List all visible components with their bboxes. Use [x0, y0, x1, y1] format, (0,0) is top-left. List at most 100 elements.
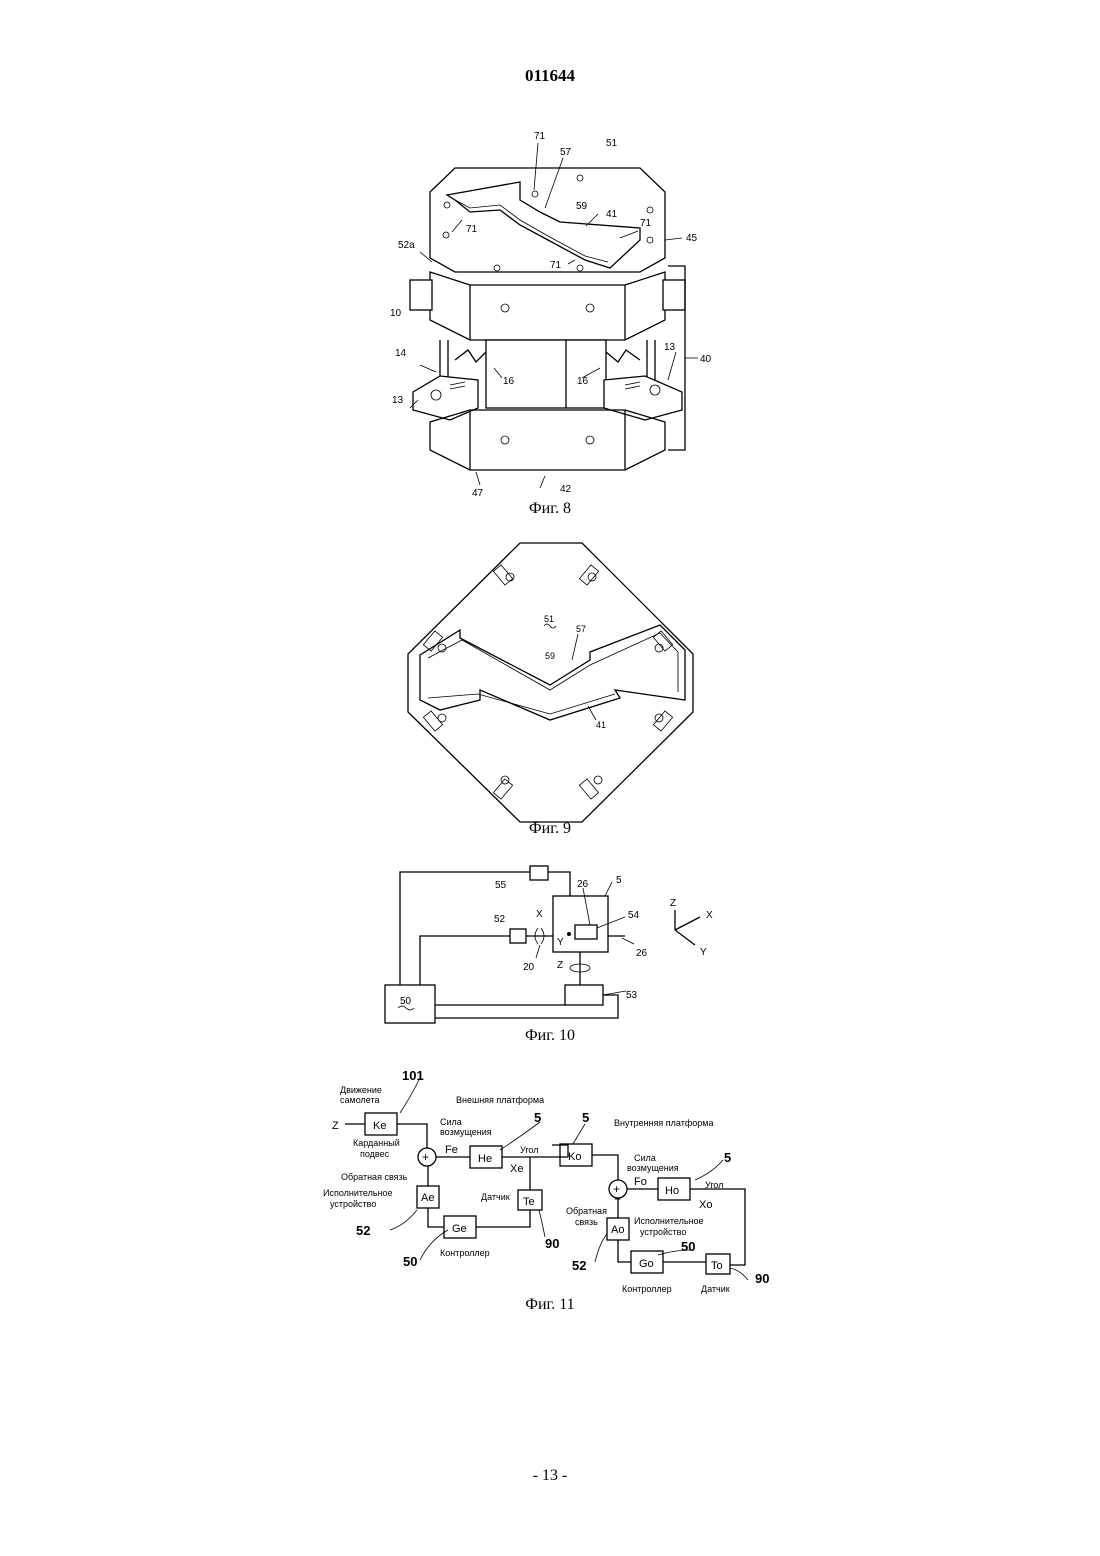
fig11-label: Исполнительное [323, 1188, 393, 1198]
lower-block [430, 410, 665, 470]
fig11-label: 101 [402, 1068, 424, 1083]
fig8-label: 13 [392, 395, 404, 406]
fig9-label: 41 [596, 720, 606, 730]
block-label: Ko [568, 1151, 581, 1163]
fig8-label: 71 [466, 224, 478, 235]
fig11-label: 5 [582, 1110, 589, 1125]
fig11-label: 52 [572, 1258, 586, 1273]
fig11-label: возмущения [627, 1163, 679, 1173]
top-plate [430, 168, 665, 272]
fig11-label: Исполнительное [634, 1216, 704, 1226]
signal-label: Fo [634, 1176, 647, 1188]
fig11-label: 5 [724, 1150, 731, 1165]
fig11-label: 90 [755, 1271, 769, 1286]
fig10-label: 26 [636, 948, 648, 959]
fig10-label: Z [670, 898, 676, 909]
fig9-label: 57 [576, 624, 586, 634]
fig11-label: самолета [340, 1095, 380, 1105]
block-diagram-lines [385, 866, 700, 1023]
block-label: Ae [421, 1192, 434, 1204]
figure-11-caption: Фиг. 11 [0, 1296, 1100, 1314]
fig8-label: 13 [664, 342, 676, 353]
fig8-label: 71 [640, 218, 652, 229]
fig10-label: 5 [616, 875, 622, 886]
figure-8-caption: Фиг. 8 [0, 500, 1100, 518]
fig8-label: 57 [560, 147, 572, 158]
block-label: Ge [452, 1223, 467, 1235]
fig8-label: 71 [550, 260, 562, 271]
fig8-label: 52a [398, 240, 415, 251]
fig11-label: Обратная связь [341, 1172, 408, 1182]
fig8-label: 16 [577, 376, 589, 387]
fig11-label: Датчик [481, 1192, 510, 1202]
fig10-label: 50 [400, 996, 412, 1007]
wavy-leader [544, 624, 556, 628]
middle-region [413, 340, 682, 420]
signal-label: Xo [699, 1199, 712, 1211]
block-label: Te [523, 1196, 535, 1208]
fig11-label: Внешняя платформа [456, 1095, 544, 1105]
box-53 [565, 985, 603, 1005]
fig11-label: Карданный [353, 1138, 400, 1148]
fig8-label: 47 [472, 488, 484, 499]
block-label: Ho [665, 1185, 679, 1197]
fig11-label: 50 [403, 1254, 417, 1269]
block-label: He [478, 1153, 492, 1165]
fig11-label: 52 [356, 1223, 370, 1238]
fig11-label: Обратная [566, 1206, 607, 1216]
block-label: Ao [611, 1224, 624, 1236]
fig11-label: Контроллер [440, 1248, 490, 1258]
fig11-label: Внутренняя платформа [614, 1118, 713, 1128]
fig8-label: 10 [390, 308, 402, 319]
fig8-label: 42 [560, 484, 572, 495]
fig11-label: возмущения [440, 1127, 492, 1137]
fig11-label: 90 [545, 1236, 559, 1251]
figure-8-drawing: 71 57 51 59 41 71 45 71 71 52a 10 14 13 … [0, 120, 1100, 510]
fig10-label: Y [700, 947, 707, 958]
fig10-label: 20 [523, 962, 535, 973]
fig10-label: Z [557, 960, 563, 971]
fig8-label: 59 [576, 201, 588, 212]
fig10-label: X [706, 910, 713, 921]
fig11-label: Угол [705, 1180, 723, 1190]
figure-8-labels: 71 57 51 59 41 71 45 71 71 52a 10 14 13 … [390, 131, 712, 499]
fig11-label: Движение [340, 1085, 382, 1095]
upper-block [410, 272, 685, 340]
fig11-label: связь [575, 1217, 598, 1227]
fig11-label: Датчик [701, 1284, 730, 1294]
fig10-label: 53 [626, 990, 638, 1001]
box-55 [530, 866, 548, 880]
fig9-label: 51 [544, 614, 554, 624]
fig11-label: 50 [681, 1239, 695, 1254]
fig8-label: 14 [395, 348, 407, 359]
figure-9-drawing: 51 57 59 41 [0, 540, 1100, 825]
fig10-label: 52 [494, 914, 506, 925]
fig9-label: 59 [545, 651, 555, 661]
svg-text:−: − [614, 1192, 621, 1206]
block-label: Go [639, 1258, 654, 1270]
fig8-label: 16 [503, 376, 515, 387]
figure-10-labels: 55 26 5 52 X 54 Y 26 20 Z 53 50 Z X Y [400, 875, 713, 1007]
block-label: To [711, 1260, 723, 1272]
page-number: - 13 - [0, 1467, 1100, 1485]
signal-label: Fe [445, 1144, 458, 1156]
fig11-label: подвес [360, 1149, 390, 1159]
fig10-label: 26 [577, 879, 589, 890]
fig8-label: 71 [534, 131, 546, 142]
fig8-label: 41 [606, 209, 618, 220]
document-number: 011644 [0, 66, 1100, 86]
fig11-label: Z [332, 1120, 339, 1132]
fig11-label: Сила [634, 1153, 656, 1163]
figure-11-text-labels: 101 Движение самолета Внешняя платформа … [323, 1068, 769, 1294]
fig11-label: устройство [640, 1227, 686, 1237]
fig11-label: Контроллер [622, 1284, 672, 1294]
fig11-label: Угол [520, 1145, 538, 1155]
slot-outline [420, 625, 685, 720]
box-54 [575, 925, 597, 939]
svg-text:−: − [423, 1159, 430, 1173]
figure-10-drawing: 55 26 5 52 X 54 Y 26 20 Z 53 50 Z X Y [0, 860, 1100, 1030]
fig11-label: устройство [330, 1199, 376, 1209]
block-label: Ke [373, 1120, 386, 1132]
fig8-label: 51 [606, 138, 618, 149]
plate-outline [408, 543, 693, 822]
